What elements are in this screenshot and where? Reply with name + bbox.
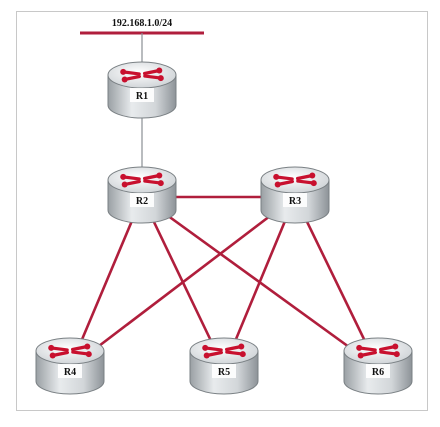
router-top [343, 337, 413, 365]
router-top [260, 166, 330, 194]
router-label: R4 [64, 367, 76, 378]
router-top [35, 337, 105, 365]
router-label-plate [58, 364, 82, 378]
router-r6: R6 [343, 337, 413, 395]
router-arrows-icon [120, 67, 164, 83]
router-label-plate [212, 364, 236, 378]
router-label-plate [130, 88, 154, 102]
router-label: R6 [372, 367, 384, 378]
router-r1: R1 [107, 61, 177, 119]
router-label: R2 [136, 196, 148, 207]
router-label-plate [366, 364, 390, 378]
router-r3: R3 [260, 166, 330, 224]
router-arrows-icon [356, 343, 400, 359]
router-arrows-icon [120, 172, 164, 188]
router-label: R1 [136, 91, 148, 102]
router-r5: R5 [189, 337, 259, 395]
link-r3-r4 [69, 195, 296, 370]
router-label-plate [283, 193, 307, 207]
router-r2: R2 [107, 166, 177, 224]
router-r4: R4 [35, 337, 105, 395]
router-arrows-icon [48, 343, 92, 359]
router-top [189, 337, 259, 365]
router-top [107, 61, 177, 89]
router-arrows-icon [202, 343, 246, 359]
network-label: 192.168.1.0/24 [112, 18, 172, 29]
router-label: R3 [289, 196, 301, 207]
router-label: R5 [218, 367, 230, 378]
router-arrows-icon [273, 172, 317, 188]
router-label-plate [130, 193, 154, 207]
router-top [107, 166, 177, 194]
